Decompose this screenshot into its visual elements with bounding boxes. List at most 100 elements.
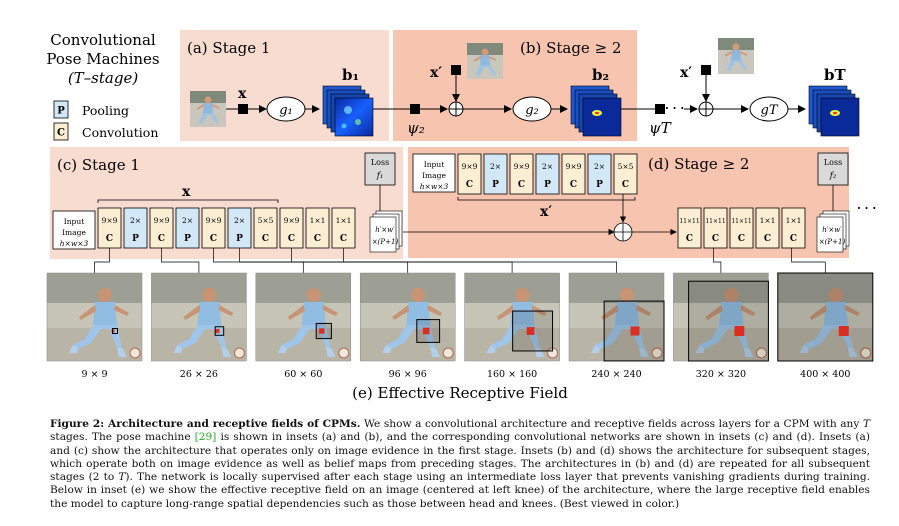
panel-c-layer-type-0: C	[106, 234, 113, 244]
panel-d-layer-size-0: 9×9	[462, 162, 478, 171]
panel-d-layer-type-3: P	[544, 180, 551, 190]
panel-c-layer-type-9: C	[340, 234, 347, 244]
panel-c-layer-type-2: C	[158, 234, 165, 244]
receptive-size-label-0: 9 × 9	[81, 369, 107, 380]
receptive-field-image-0: 9 × 9	[46, 272, 143, 380]
x-node	[238, 104, 248, 114]
receptive-box-0	[112, 328, 118, 334]
panel-d2-layer-type-2: C	[738, 234, 745, 244]
panel-c-layer-size-7: 9×9	[284, 216, 300, 225]
stageT-input-thumb	[717, 37, 755, 75]
panel-c-layer-size-4: 9×9	[206, 216, 222, 225]
receptive-box-4	[512, 310, 554, 352]
panel-a-label: (a) Stage 1	[187, 39, 270, 57]
panel-d2-layer-1	[703, 207, 728, 249]
panel-c-loss-l2: f₁	[376, 171, 384, 181]
panel-d-layers: 9×9C2×P9×9C2×P9×9C2×P5×5C	[457, 153, 638, 195]
panel-d-layer-1	[483, 153, 508, 195]
caption-text-2: stages. The pose machine	[50, 431, 195, 444]
panel-d-layer-type-4: C	[570, 180, 577, 190]
knee-highlight-5	[630, 326, 640, 336]
b2-label: b₂	[592, 66, 609, 84]
receptive-box-2	[315, 322, 332, 340]
panel-d-input-l1: Input	[424, 160, 444, 169]
knee-highlight-7	[838, 326, 849, 336]
belief-maps-b1	[322, 85, 374, 137]
receptive-field-image-5: 240 × 240	[568, 272, 665, 380]
panel-c-stage1-net: (c) Stage 1 x Input Image h×w×3 9×9C 2× P 9…	[50, 147, 403, 259]
panel-d-label: (d) Stage ≥ 2	[648, 155, 749, 173]
panel-c-layer-1	[123, 207, 148, 249]
receptive-connector-1	[161, 248, 200, 273]
panel-d-layer-type-5: P	[596, 180, 603, 190]
panel-c-label: (c) Stage 1	[57, 156, 140, 174]
panel-d-input-l2: Image	[422, 171, 446, 180]
legend-title-line2: Pose Machines	[46, 50, 159, 68]
panel-d2-layer-size-4: 1×1	[786, 216, 802, 225]
bT-label: bT	[824, 66, 846, 84]
panel-d2-layer-size-0: 11×11	[679, 218, 699, 225]
legend-conv-swatch	[53, 122, 69, 141]
panel-d2-layer-type-0: C	[686, 234, 693, 244]
panel-c-output	[369, 210, 403, 253]
panel-c-input-l3: h×w×3	[60, 239, 89, 248]
x-prime-node	[451, 65, 461, 75]
panel-c-input-l2: Image	[62, 228, 86, 237]
caption-text-4: ). The network is locally supervised aft…	[50, 471, 871, 510]
receptive-size-label-7: 400 × 400	[800, 369, 850, 380]
stage-t: ψT · · · x′ gT bT	[621, 37, 860, 137]
panel-c-input-l1: Input	[64, 217, 84, 226]
knee-highlight-3	[422, 327, 430, 335]
x-prime-t-label: x′	[680, 65, 692, 81]
panel-d-stage2-net: (d) Stage ≥ 2 Input Image h×w×3 9×9C2×P9…	[403, 147, 876, 258]
scene-photo-3	[359, 272, 456, 362]
panel-d-layer-size-3: 2×	[542, 162, 553, 171]
panel-c-layer-type-5: P	[236, 234, 243, 244]
panel-c-layer-type-6: C	[262, 234, 269, 244]
g1-label: g₁	[279, 103, 293, 118]
panel-a-stage1: (a) Stage 1 x g₁ b₁	[180, 30, 389, 141]
scene-photo-2	[255, 272, 352, 362]
panel-c-layer-size-1: 2×	[130, 216, 141, 225]
receptive-box-5	[603, 300, 665, 362]
panel-d-loss-l1: Loss	[824, 158, 842, 167]
receptive-size-label-5: 240 × 240	[591, 369, 641, 380]
panel-d-layer-size-5: 2×	[594, 162, 605, 171]
legend-title-line3: (T–stage)	[68, 69, 139, 87]
panel-c-x-label: x	[182, 184, 191, 200]
knee-highlight-6	[734, 326, 745, 336]
panel-d-layer-5	[587, 153, 612, 195]
receptive-size-label-3: 96 × 96	[389, 369, 427, 380]
receptive-size-label-2: 60 × 60	[284, 369, 322, 380]
receptive-connector-7	[791, 248, 826, 273]
panel-d-layer-0	[457, 153, 482, 195]
caption-text-1: We show a convolutional architecture and…	[360, 418, 863, 430]
panel-c-layer-type-1: P	[132, 234, 139, 244]
gT-label: gT	[761, 103, 779, 118]
panel-d-loss-l2: f₂	[829, 171, 837, 181]
belief-maps-b2	[570, 85, 622, 137]
panel-c-layer-6	[253, 207, 278, 249]
panel-c-layer-type-7: C	[288, 234, 295, 244]
panel-d-input-l3: h×w×3	[420, 182, 449, 191]
panel-d-output	[816, 210, 850, 253]
panel-c-loss-l1: Loss	[371, 158, 389, 167]
receptive-size-label-1: 26 × 26	[180, 369, 218, 380]
receptive-box-6	[688, 280, 769, 362]
panel-d-input-box	[412, 153, 456, 193]
b1-label: b₁	[342, 66, 359, 84]
panel-c-input-box	[52, 210, 96, 250]
receptive-connector-0	[94, 248, 110, 273]
panel-c-layer-size-8: 1×1	[310, 216, 326, 225]
panel-d2-layer-type-1: C	[712, 234, 719, 244]
panel-c-loss-box	[364, 152, 396, 186]
caption-text-3: is shown in insets (a) and (b), and the …	[50, 431, 870, 484]
legend-conv-label: Convolution	[82, 125, 158, 140]
panel-d-layer-type-0: C	[466, 180, 473, 190]
panel-d-out-l2: ×(P+1)	[819, 238, 846, 246]
receptive-field-image-6: 320 × 320	[672, 272, 769, 380]
panel-c-layer-3	[175, 207, 200, 249]
stage2-input-thumb	[466, 42, 504, 80]
caption-citation-link[interactable]: [29]	[194, 431, 217, 444]
